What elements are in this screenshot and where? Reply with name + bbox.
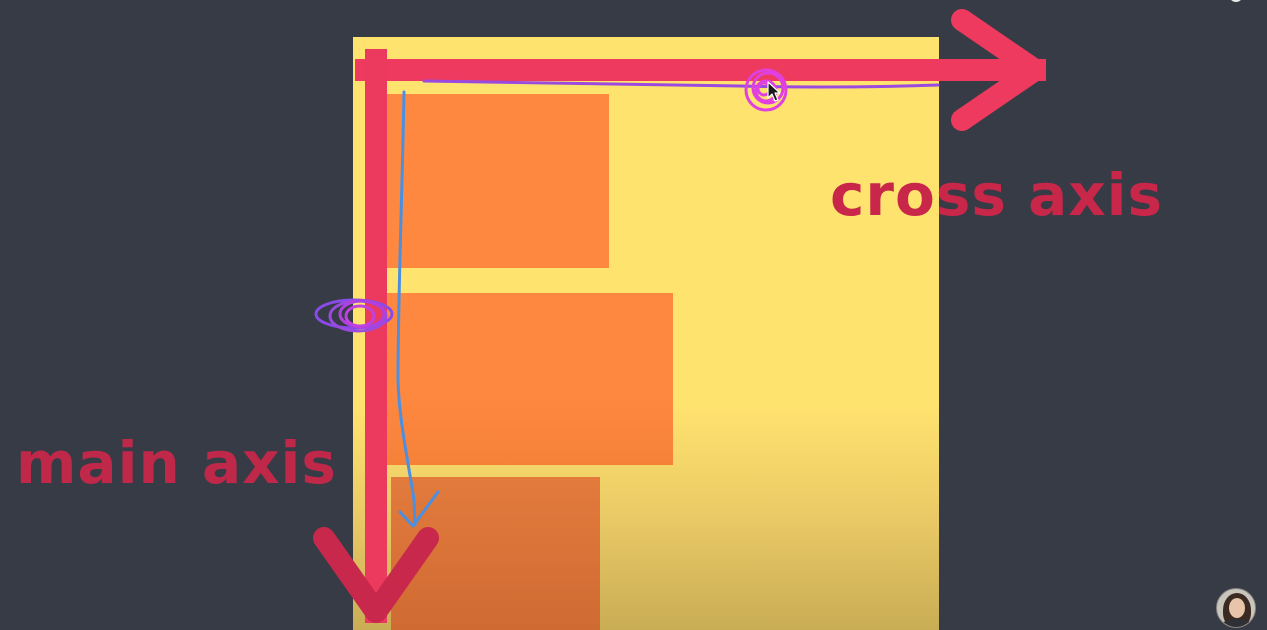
mouse-pointer-icon (767, 81, 781, 102)
cross-axis-label: cross axis (830, 161, 1164, 229)
main-axis-arrow (313, 49, 439, 623)
pen-stroke-cross-axis (422, 79, 940, 89)
pen-stroke-main-axis (396, 90, 417, 527)
corner-indicator (1229, 0, 1243, 2)
flex-item-2 (387, 293, 673, 465)
flex-item-1 (387, 94, 609, 268)
scribble-cross-start (744, 68, 788, 112)
presenter-avatar (1216, 588, 1256, 628)
main-axis-label: main axis (16, 429, 337, 497)
cross-axis-arrow (355, 9, 1046, 131)
pen-arrowhead-main-axis (398, 490, 440, 528)
scribble-main-start (314, 298, 394, 333)
